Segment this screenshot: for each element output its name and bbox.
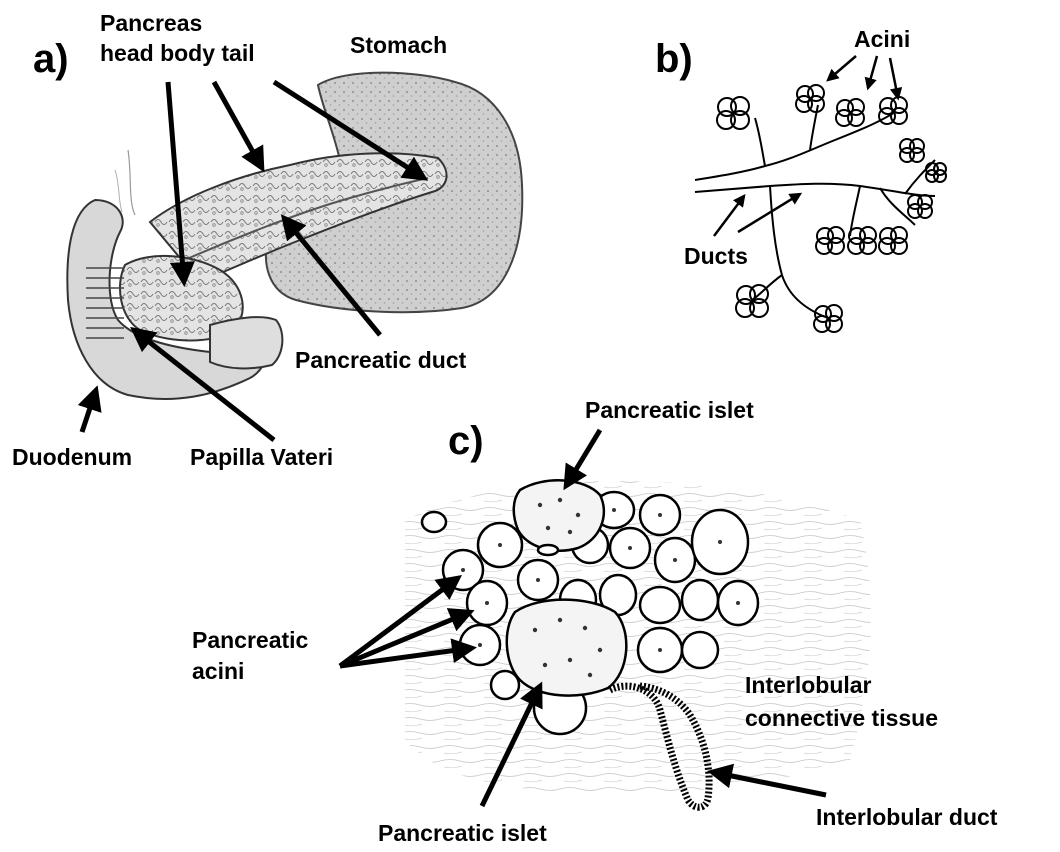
vessel [128, 150, 135, 215]
label-pancreas: Pancreas [100, 10, 202, 36]
vessel-lumen [538, 545, 558, 555]
label-pancreatic-acini-1: Pancreatic [192, 627, 308, 653]
duodenum-distal [210, 317, 282, 368]
label-pancreatic-duct: Pancreatic duct [295, 347, 466, 373]
label-acini: Acini [854, 26, 910, 52]
label-interlobular-ct-2: connective tissue [745, 705, 938, 731]
label-pancreatic-acini-2: acini [192, 658, 244, 684]
arrow-body [214, 82, 262, 168]
arrow-acini-2 [868, 56, 877, 88]
panel-b-drawing [695, 85, 946, 332]
label-stomach: Stomach [350, 32, 447, 58]
arrow-islet-top [566, 430, 600, 486]
label-pancreatic-islet-top: Pancreatic islet [585, 397, 754, 423]
arrow-acini-3 [890, 58, 898, 98]
acini-clusters [717, 85, 946, 332]
label-duodenum: Duodenum [12, 444, 132, 470]
label-pancreatic-islet-bottom: Pancreatic islet [378, 820, 547, 846]
label-papilla-vateri: Papilla Vateri [190, 444, 333, 470]
panel-b-letter: b) [655, 36, 693, 82]
panel-b-arrows [714, 56, 898, 236]
panel-c-drawing [405, 480, 871, 807]
panel-c-letter: c) [448, 418, 484, 464]
label-head-body-tail: head body tail [100, 40, 255, 66]
label-interlobular-duct: Interlobular duct [816, 804, 997, 830]
label-ducts: Ducts [684, 243, 748, 269]
panel-a-letter: a) [33, 36, 69, 82]
arrow-acini-1 [828, 56, 856, 80]
vessel [115, 170, 122, 212]
arrow-duodenum [82, 390, 96, 432]
arrow-ducts-2 [738, 194, 800, 232]
label-interlobular-ct-1: Interlobular [745, 672, 872, 698]
